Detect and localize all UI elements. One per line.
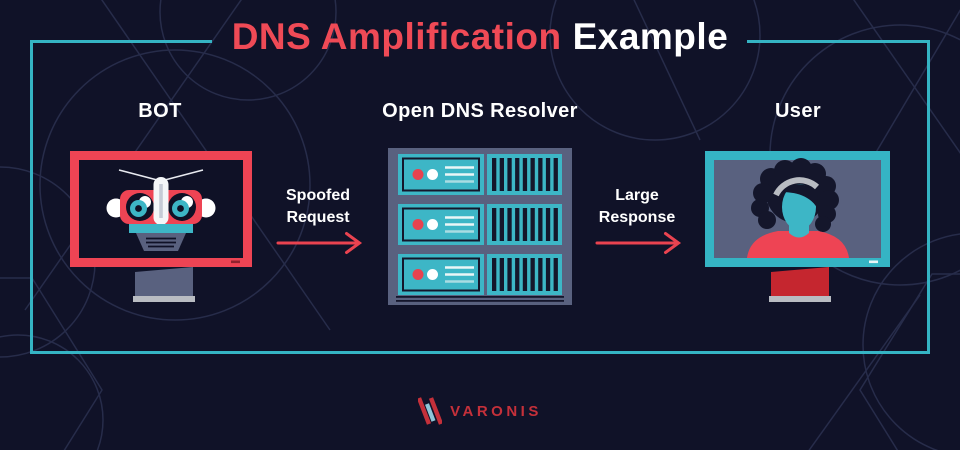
robot-face-icon [106, 169, 216, 251]
title-highlight: DNS Amplification [231, 16, 562, 57]
spoofed-request-arrow-icon [276, 232, 363, 254]
user-monitor-graphic [705, 151, 890, 302]
border-frame [30, 40, 930, 354]
large-response-arrow-icon [595, 232, 682, 254]
label-open-dns-resolver: Open DNS Resolver [382, 100, 578, 122]
server-unit-3 [398, 254, 562, 295]
server-rack-graphic [388, 148, 572, 305]
flow-label-spoofed-request: Spoofed Request [286, 187, 350, 226]
label-user: User [774, 100, 822, 122]
label-bot: BOT [138, 100, 182, 122]
bot-monitor-graphic [70, 151, 252, 302]
varonis-logo: VARONIS [0, 394, 960, 428]
varonis-logo-icon [418, 397, 443, 425]
server-unit-2 [398, 204, 562, 245]
brand-name: VARONIS [450, 402, 542, 420]
server-unit-1 [398, 154, 562, 195]
flow-label-large-response: Large Response [598, 187, 676, 226]
title-rest: Example [572, 16, 729, 57]
user-avatar-icon [747, 158, 849, 258]
